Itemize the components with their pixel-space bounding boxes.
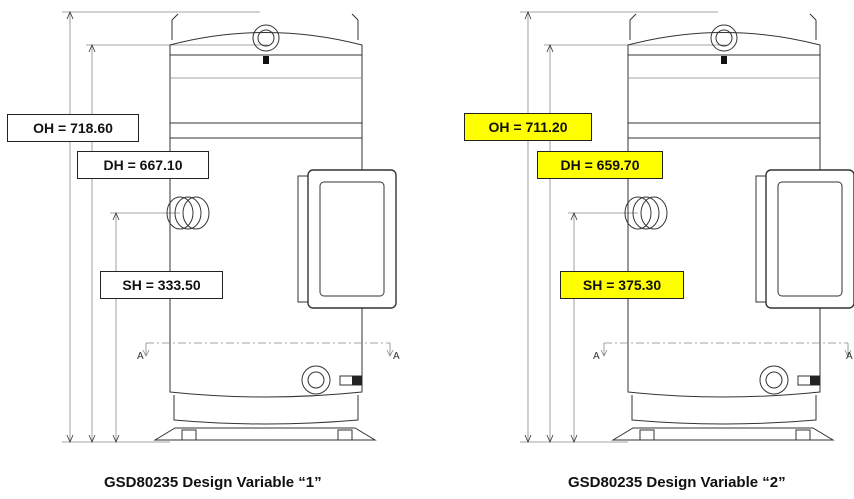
dimension-arrow (66, 434, 74, 444)
section-marker-a-left-1: A (137, 351, 144, 362)
terminal-box-gasket (755, 175, 767, 303)
dimension-arrow (546, 43, 554, 53)
section-arrow-left (142, 343, 150, 357)
dimension-arrow (524, 10, 532, 20)
dh-label-variant-2: DH = 659.70 (537, 151, 663, 179)
suction-fitting-flange (182, 196, 210, 230)
weld-band (627, 122, 821, 139)
mounting-foot-left (181, 429, 197, 441)
dimension-arrow (88, 43, 96, 53)
top-dome (169, 32, 363, 56)
bottom-shell (173, 395, 359, 425)
oil-port-plug (352, 376, 362, 385)
suction-fitting-ring (174, 196, 202, 230)
weld-band (169, 122, 363, 139)
upper-shell (627, 54, 821, 124)
dimension-arrow (112, 434, 120, 444)
suction-fitting-outer (166, 196, 194, 230)
upper-shell (169, 54, 363, 124)
mounting-base (611, 427, 835, 441)
terminal-box-cover (319, 181, 385, 297)
terminal-box (307, 169, 397, 309)
dimension-arrow (66, 10, 74, 20)
section-arrow-right (386, 343, 394, 357)
terminal-box-gasket (297, 175, 309, 303)
terminal-box-cover (777, 181, 843, 297)
mounting-base (153, 427, 377, 441)
discharge-valve (721, 56, 727, 64)
mounting-foot-left (639, 429, 655, 441)
discharge-fitting-outer (252, 24, 280, 52)
dimension-arrow (524, 434, 532, 444)
oh-label-variant-1: OH = 718.60 (7, 114, 139, 142)
oil-fitting-inner (765, 371, 783, 389)
oil-fitting-inner (307, 371, 325, 389)
dimension-arrow (112, 211, 120, 221)
mounting-foot-right (795, 429, 811, 441)
lifting-hook-right (351, 13, 359, 40)
mounting-foot-right (337, 429, 353, 441)
discharge-fitting-inner (257, 29, 275, 47)
section-arrow-left (600, 343, 608, 357)
section-marker-a-right-1: A (393, 351, 400, 362)
oh-label-variant-2: OH = 711.20 (464, 113, 592, 141)
main-shell (627, 138, 821, 398)
main-shell (169, 138, 363, 398)
section-arrow-right (844, 343, 852, 357)
top-dome (627, 32, 821, 56)
suction-fitting-outer (624, 196, 652, 230)
bottom-shell (631, 395, 817, 425)
dimension-arrow (570, 211, 578, 221)
section-marker-a-right-2: A (846, 351, 853, 362)
compressor-drawing-variant-1 (62, 10, 397, 444)
section-marker-a-left-2: A (593, 351, 600, 362)
lifting-hook-right (809, 13, 817, 40)
caption-variant-2: GSD80235 Design Variable “2” (568, 474, 786, 491)
terminal-box (765, 169, 854, 309)
discharge-valve (263, 56, 269, 64)
compressor-drawing-variant-2 (520, 10, 854, 444)
discharge-fitting-outer (710, 24, 738, 52)
caption-variant-1: GSD80235 Design Variable “1” (104, 474, 322, 491)
dh-label-variant-1: DH = 667.10 (77, 151, 209, 179)
sh-label-variant-2: SH = 375.30 (560, 271, 684, 299)
oil-port-plug (810, 376, 820, 385)
sh-label-variant-1: SH = 333.50 (100, 271, 223, 299)
oil-fitting-outer (301, 365, 331, 395)
discharge-fitting-inner (715, 29, 733, 47)
lifting-hook-left (629, 13, 637, 40)
dimension-arrow (570, 434, 578, 444)
oil-fitting-outer (759, 365, 789, 395)
dimension-arrow (546, 434, 554, 444)
suction-fitting-flange (640, 196, 668, 230)
suction-fitting-ring (632, 196, 660, 230)
dimension-arrow (88, 434, 96, 444)
lifting-hook-left (171, 13, 179, 40)
